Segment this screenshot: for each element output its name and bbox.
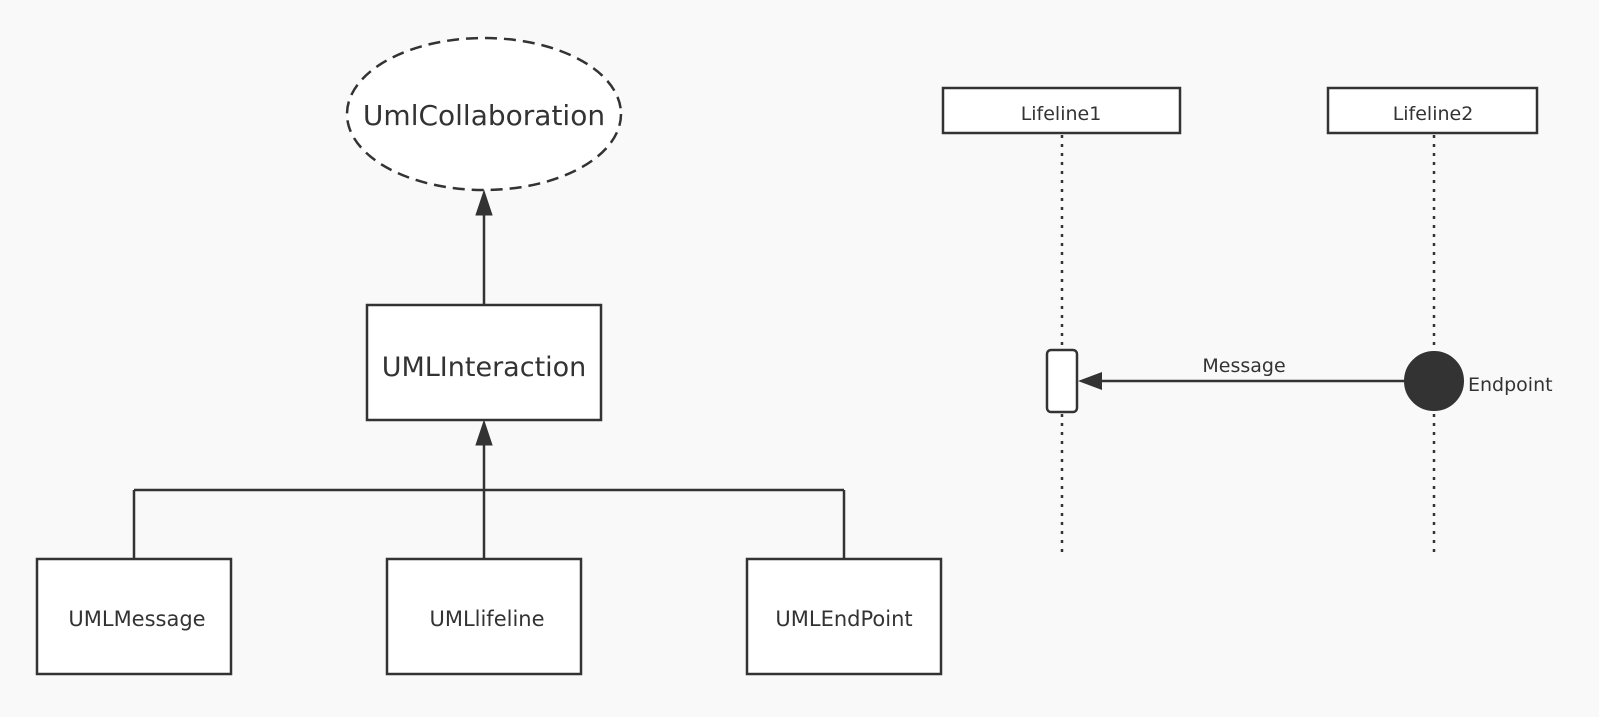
generalization-tree (132, 419, 846, 559)
lifeline-class-node[interactable]: UMLlifeline (385, 557, 583, 676)
endpoint-class-node[interactable]: UMLEndPoint (745, 557, 943, 676)
lifeline1-head (941, 86, 1182, 135)
endpoint-label: Endpoint (1468, 374, 1553, 396)
arrowhead-icon (1078, 372, 1102, 390)
activation-bar (1045, 348, 1079, 414)
generalization-interaction-to-collaboration (475, 189, 493, 305)
lifeline2-label: Lifeline2 (1393, 103, 1474, 125)
endpoint-class-label: UMLEndPoint (775, 607, 912, 631)
message-class-node[interactable]: UMLMessage (35, 557, 233, 676)
lifeline-class-label: UMLlifeline (429, 607, 544, 631)
message-class-label: UMLMessage (68, 607, 205, 631)
interaction-label: UMLInteraction (382, 352, 587, 383)
collaboration-label: UmlCollaboration (363, 99, 605, 132)
lifeline2[interactable]: Lifeline2 (1326, 86, 1539, 558)
lifeline1[interactable]: Lifeline1 (941, 86, 1182, 558)
lifeline-class-box (385, 557, 583, 676)
collaboration-ellipse (345, 36, 623, 192)
message-label: Message (1202, 355, 1285, 377)
endpoint-class-box (745, 557, 943, 676)
message-arrow[interactable]: Message (1078, 355, 1405, 390)
arrowhead-icon (475, 419, 493, 446)
collaboration-node[interactable]: UmlCollaboration (345, 36, 623, 192)
interaction-node[interactable]: UMLInteraction (365, 303, 603, 422)
endpoint-node[interactable]: Endpoint (1404, 351, 1553, 411)
message-class-box (35, 557, 233, 676)
endpoint-circle-icon (1404, 351, 1464, 411)
lifeline2-head (1326, 86, 1539, 135)
interaction-box (365, 303, 603, 422)
lifeline1-label: Lifeline1 (1021, 103, 1102, 125)
arrowhead-icon (475, 189, 493, 216)
